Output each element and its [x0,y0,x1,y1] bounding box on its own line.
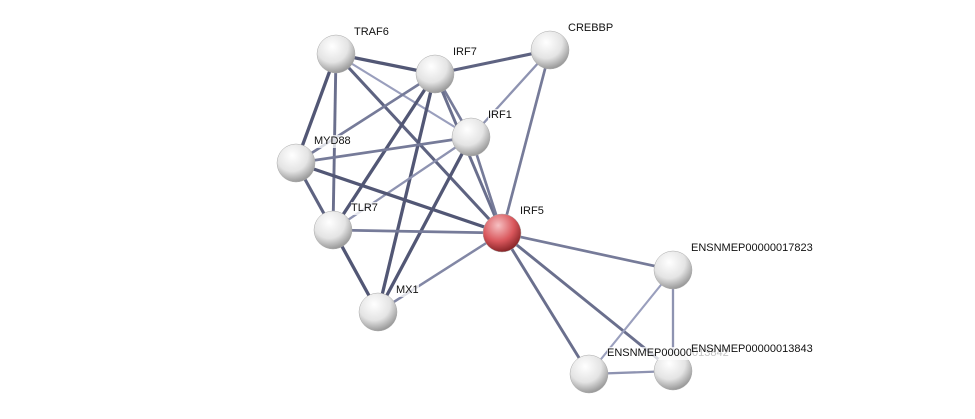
edge-irf5-e13842[interactable] [500,232,591,375]
node-tlr7[interactable] [313,210,353,250]
edge-irf7-crebbp[interactable] [434,48,551,76]
edge-irf7-myd88[interactable] [295,72,436,165]
node-label-irf5: IRF5 [520,205,544,218]
edge-traf6-myd88[interactable] [294,53,338,164]
edge-tlr7-irf5[interactable] [332,228,503,235]
node-label-crebbp: CREBBP [568,22,614,35]
edge-crebbp-irf5[interactable] [500,49,552,234]
edge-irf7-tlr7[interactable] [331,73,437,231]
edge-irf1-myd88[interactable] [295,135,472,165]
node-e17823[interactable] [653,250,693,290]
node-label-mx1: MX1 [396,284,419,297]
edge-e17823-e13842[interactable] [588,269,674,375]
node-irf5[interactable] [482,213,522,253]
node-label-tlr7: TLR7 [351,202,378,215]
node-crebbp[interactable] [530,30,570,70]
edge-crebbp-irf1[interactable] [470,49,551,138]
edge-mx1-irf5[interactable] [377,231,503,314]
node-label-e17823: ENSNMEP00000017823 [691,242,813,255]
edge-irf1-mx1[interactable] [376,136,473,313]
node-e13842[interactable] [569,354,609,394]
node-myd88[interactable] [276,143,316,183]
node-label-irf7: IRF7 [453,46,477,59]
edge-irf7-mx1[interactable] [376,73,437,313]
node-irf7[interactable] [415,54,455,94]
node-irf1[interactable] [451,117,491,157]
node-mx1[interactable] [358,292,398,332]
node-label-irf1: IRF1 [488,109,512,122]
node-label-e13843: ENSNMEP00000013843 [691,343,813,356]
node-label-myd88: MYD88 [314,135,351,148]
node-label-traf6: TRAF6 [354,26,389,39]
edge-irf5-e17823[interactable] [501,231,674,272]
node-traf6[interactable] [316,34,356,74]
edge-myd88-irf5[interactable] [295,161,503,235]
